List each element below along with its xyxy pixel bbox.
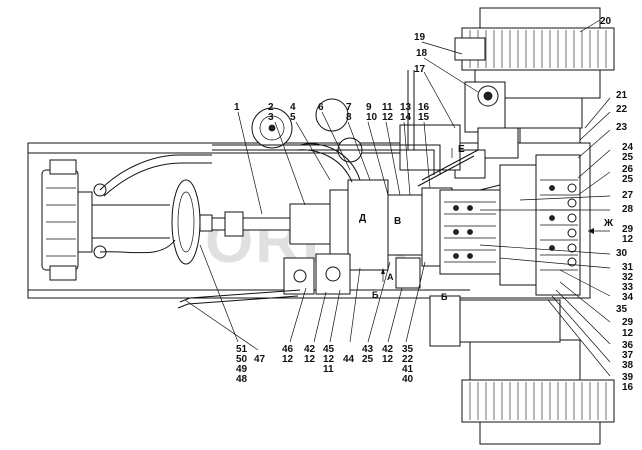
callout-top-12: 12 — [382, 112, 394, 123]
bottom-wheel — [429, 295, 615, 445]
lower-pumps — [283, 253, 421, 295]
top-wheel — [454, 7, 615, 144]
callout-top-2: 2 — [268, 102, 274, 113]
flywheel-housing — [171, 179, 213, 265]
callout-top-17: 17 — [414, 64, 426, 75]
callout-top-10: 10 — [366, 112, 378, 123]
callout-bottom-40: 40 — [402, 374, 414, 385]
callout-bottom-48: 48 — [236, 374, 248, 385]
callout-right-21: 21 — [616, 90, 628, 101]
view-markers: Е Ж В Д А Б Б — [359, 144, 614, 302]
callout-right-25: 25 — [622, 174, 634, 185]
callout-right-37: 37 — [622, 350, 634, 361]
view-marker-b-right: Б — [441, 292, 448, 302]
callout-right-27: 27 — [622, 190, 634, 201]
callout-top-14: 14 — [400, 112, 412, 123]
callout-bottom-12: 12 — [323, 354, 335, 365]
callouts-right: 2122232425262527282912303132333435291236… — [616, 90, 634, 393]
callout-top-16: 16 — [418, 102, 430, 113]
arrow-a-icon — [381, 268, 385, 274]
callouts-bottom: 5150494847461242124512114443254212352241… — [236, 344, 414, 385]
callout-bottom-43: 43 — [362, 344, 374, 355]
callout-right-24: 24 — [622, 142, 634, 153]
callout-right-26: 26 — [622, 164, 634, 175]
callout-top-5: 5 — [290, 112, 296, 123]
callout-right-34: 34 — [622, 292, 634, 303]
callout-top-11: 11 — [382, 102, 393, 113]
callout-bottom-50: 50 — [236, 354, 248, 365]
main-drive-shaft — [211, 179, 500, 271]
callout-top-4: 4 — [290, 102, 296, 113]
view-marker-d: Д — [359, 213, 366, 224]
bottom-leader-lines — [184, 244, 426, 351]
view-marker-zh: Ж — [603, 218, 614, 229]
upper-hydraulic-block — [399, 70, 519, 179]
callout-bottom-25: 25 — [362, 354, 374, 365]
callout-top-13: 13 — [400, 102, 412, 113]
callout-top-7: 7 — [346, 102, 352, 113]
callout-right-22: 22 — [616, 104, 628, 115]
callout-bottom-46: 46 — [282, 344, 294, 355]
callout-right-30: 30 — [616, 248, 628, 259]
callout-right-23: 23 — [616, 122, 628, 133]
callout-right-39: 39 — [622, 372, 634, 383]
callout-top-8: 8 — [346, 112, 352, 123]
view-marker-b-left: Б — [372, 290, 379, 300]
callout-bottom-22: 22 — [402, 354, 414, 365]
right-leader-lines — [479, 97, 611, 377]
callout-bottom-12: 12 — [382, 354, 394, 365]
callout-bottom-12: 12 — [304, 354, 316, 365]
callout-right-25: 25 — [622, 152, 634, 163]
callout-right-29: 29 — [622, 224, 634, 235]
callout-bottom-42: 42 — [382, 344, 394, 355]
callout-bottom-35: 35 — [402, 344, 414, 355]
callout-right-31: 31 — [622, 262, 634, 273]
view-marker-e: Е — [458, 144, 465, 155]
rear-axle-housing — [499, 154, 581, 296]
engine-block — [41, 159, 170, 281]
callout-right-16: 16 — [622, 382, 634, 393]
callout-right-35: 35 — [616, 304, 628, 315]
callout-top-1: 1 — [234, 102, 240, 113]
callout-bottom-47: 47 — [254, 354, 266, 365]
callout-bottom-44: 44 — [343, 354, 355, 365]
arrow-zh-icon — [588, 228, 594, 234]
callout-right-28: 28 — [622, 204, 634, 215]
top-leader-lines — [237, 19, 601, 215]
callout-top-15: 15 — [418, 112, 430, 123]
view-marker-a: А — [387, 272, 394, 282]
callout-bottom-41: 41 — [402, 364, 414, 375]
callout-right-33: 33 — [622, 282, 634, 293]
control-valve-block — [439, 189, 501, 275]
callout-top-18: 18 — [416, 48, 428, 59]
callout-bottom-51: 51 — [236, 344, 248, 355]
callout-right-38: 38 — [622, 360, 634, 371]
callout-right-12: 12 — [622, 328, 634, 339]
callout-bottom-11: 11 — [323, 364, 334, 375]
callout-right-12: 12 — [622, 234, 634, 245]
callout-top-3: 3 — [268, 112, 274, 123]
callout-bottom-42: 42 — [304, 344, 316, 355]
callout-top-9: 9 — [366, 102, 372, 113]
view-marker-v: В — [394, 216, 401, 227]
callout-right-32: 32 — [622, 272, 634, 283]
callout-top-20: 20 — [600, 16, 612, 27]
callout-bottom-45: 45 — [323, 344, 335, 355]
callout-right-29: 29 — [622, 317, 634, 328]
callout-top-19: 19 — [414, 32, 426, 43]
vehicle-frame — [27, 142, 591, 299]
callout-bottom-12: 12 — [282, 354, 294, 365]
callout-top-6: 6 — [318, 102, 324, 113]
callout-bottom-49: 49 — [236, 364, 248, 375]
callout-right-36: 36 — [622, 340, 634, 351]
